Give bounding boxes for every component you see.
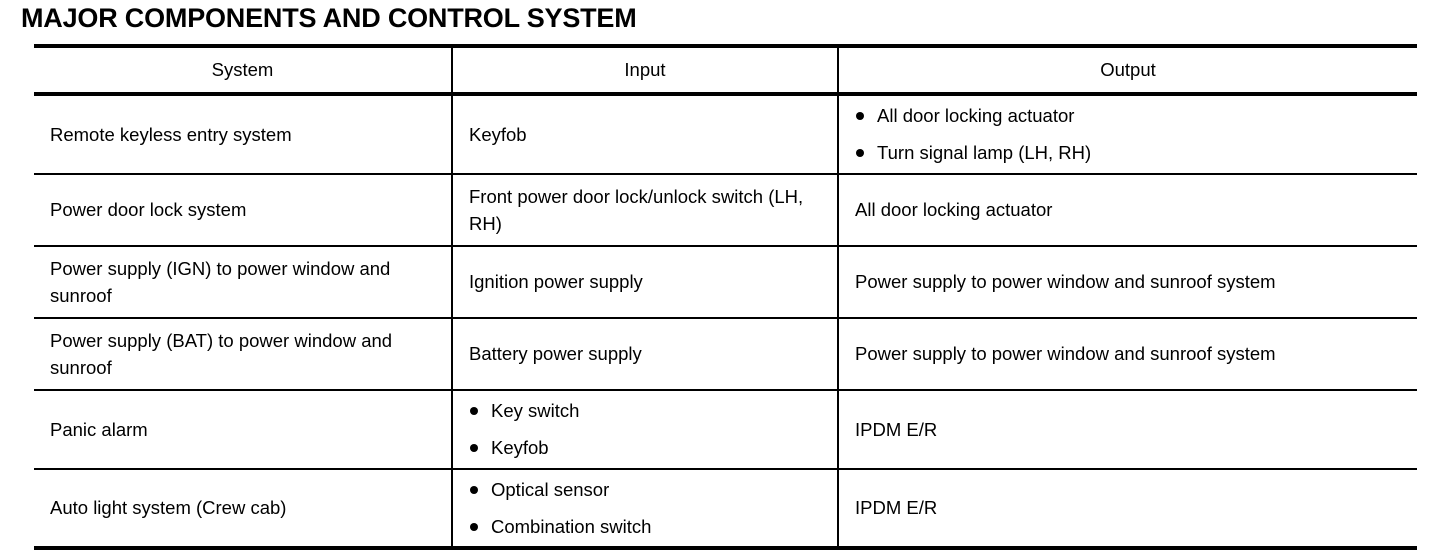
cell-input: Keyfob [451, 93, 838, 174]
input-list-container: Optical sensor Combination switch [453, 472, 837, 545]
table-header: System Input Output [34, 44, 1417, 96]
table-header-row: System Input Output [34, 44, 1417, 96]
output-text: IPDM E/R [855, 418, 938, 440]
cell-output: Power supply to power window and sunroof… [837, 317, 1417, 390]
bullet-icon [470, 407, 478, 415]
column-header-system-label: System [211, 59, 274, 80]
bullet-icon [470, 522, 478, 531]
input-bullet-list: Optical sensor Combination switch [469, 478, 821, 539]
cell-system: Power supply (IGN) to power window and s… [34, 245, 452, 318]
input-text: Keyfob [469, 123, 527, 145]
column-header-output-label: Output [1100, 59, 1156, 80]
list-item: Keyfob [469, 436, 821, 460]
bullet-icon [856, 149, 864, 157]
table-row: Power door lock system Front power door … [34, 173, 1417, 246]
major-components-table: System Input Output Remote keyless entry… [34, 44, 1417, 550]
bullet-icon [470, 485, 478, 494]
cell-system: Power door lock system [34, 173, 452, 246]
list-item-label: Turn signal lamp (LH, RH) [877, 142, 1092, 163]
page-title: MAJOR COMPONENTS AND CONTROL SYSTEM [21, 3, 637, 33]
system-label: Panic alarm [50, 418, 148, 440]
list-item-label: All door locking actuator [877, 105, 1075, 126]
list-item: Turn signal lamp (LH, RH) [855, 141, 1401, 165]
system-label: Power supply (IGN) to power window and s… [50, 258, 391, 306]
input-text: Front power door lock/unlock switch (LH,… [469, 186, 804, 234]
table-row: Power supply (IGN) to power window and s… [34, 245, 1417, 318]
cell-system: Auto light system (Crew cab) [34, 468, 452, 550]
cell-system: Panic alarm [34, 389, 452, 469]
output-text: All door locking actuator [855, 199, 1053, 220]
table-row: Panic alarm Key switch Keyfob IPDM E/R [34, 389, 1417, 469]
cell-input: Ignition power supply [451, 245, 838, 318]
column-header-system: System [34, 44, 452, 96]
input-text: Battery power supply [469, 343, 642, 364]
table-row: Remote keyless entry system Keyfob All d… [34, 93, 1417, 174]
list-item: Key switch [469, 399, 821, 423]
bullet-icon [470, 444, 478, 452]
cell-output: All door locking actuator [837, 173, 1417, 246]
table-row: Auto light system (Crew cab) Optical sen… [34, 468, 1417, 550]
input-text: Ignition power supply [469, 271, 643, 292]
output-text: Power supply to power window and sunroof… [855, 343, 1276, 364]
system-label: Remote keyless entry system [50, 123, 292, 145]
table-row: Power supply (BAT) to power window and s… [34, 317, 1417, 390]
cell-system: Remote keyless entry system [34, 93, 452, 174]
cell-output: IPDM E/R [837, 389, 1417, 469]
cell-system: Power supply (BAT) to power window and s… [34, 317, 452, 390]
cell-input: Optical sensor Combination switch [451, 468, 838, 550]
bullet-icon [856, 112, 864, 120]
cell-input: Key switch Keyfob [451, 389, 838, 469]
output-text: Power supply to power window and sunroof… [855, 271, 1276, 292]
list-item-label: Keyfob [491, 437, 549, 458]
list-item-label: Key switch [491, 400, 580, 421]
list-item: Optical sensor [469, 478, 821, 502]
list-item-label: Combination switch [491, 515, 652, 537]
table-body: Remote keyless entry system Keyfob All d… [34, 93, 1417, 550]
input-list-container: Key switch Keyfob [453, 393, 837, 466]
input-bullet-list: Key switch Keyfob [469, 399, 821, 460]
cell-output: All door locking actuator Turn signal la… [837, 93, 1417, 174]
list-item: Combination switch [469, 515, 821, 539]
output-list-container: All door locking actuator Turn signal la… [839, 98, 1417, 171]
cell-output: IPDM E/R [837, 468, 1417, 550]
column-header-input-label: Input [624, 59, 666, 80]
major-components-table-wrapper: System Input Output Remote keyless entry… [34, 44, 1417, 550]
list-item: All door locking actuator [855, 104, 1401, 128]
column-header-input: Input [451, 44, 838, 96]
system-label: Power door lock system [50, 199, 247, 220]
output-text: IPDM E/R [855, 497, 938, 518]
cell-input: Front power door lock/unlock switch (LH,… [451, 173, 838, 246]
cell-input: Battery power supply [451, 317, 838, 390]
system-label: Power supply (BAT) to power window and s… [50, 330, 393, 378]
cell-output: Power supply to power window and sunroof… [837, 245, 1417, 318]
output-bullet-list: All door locking actuator Turn signal la… [855, 104, 1401, 165]
list-item-label: Optical sensor [491, 478, 610, 500]
column-header-output: Output [837, 44, 1417, 96]
system-label: Auto light system (Crew cab) [50, 497, 287, 518]
